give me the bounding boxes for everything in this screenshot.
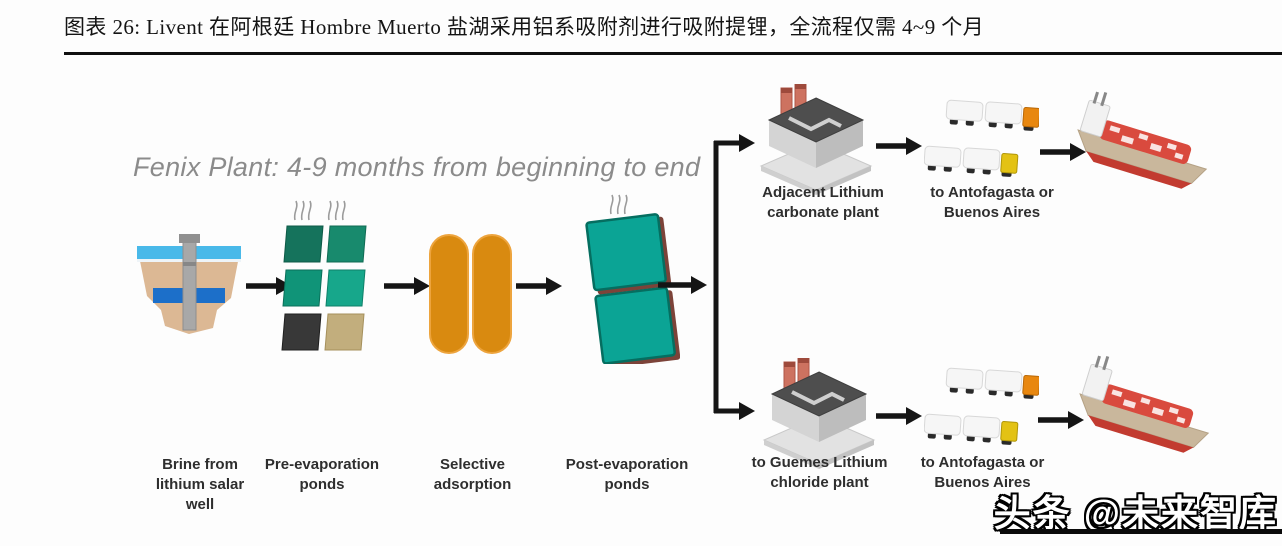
flow-arrow-icon bbox=[384, 276, 430, 296]
flow-arrow-icon bbox=[876, 406, 922, 426]
transport-label-bottom: to Antofagasta or Buenos Aires bbox=[920, 454, 1045, 491]
tanker-trucks-icon bbox=[924, 352, 1039, 460]
evaporation-steam-icon bbox=[293, 200, 346, 221]
fenix-plant-caption: Fenix Plant: 4-9 months from beginning t… bbox=[133, 152, 701, 182]
watermark-text: 头条 @未来智库 bbox=[993, 493, 1278, 534]
cargo-ship-icon bbox=[1070, 352, 1222, 470]
brine-well-icon bbox=[133, 232, 245, 337]
evaporation-ponds-icon bbox=[277, 196, 372, 356]
carbonate-plant-label: Adjacent Lithium carbonate plant bbox=[762, 184, 884, 221]
flow-arrow-icon bbox=[246, 276, 292, 296]
stage-label-brine-well: Brine from lithium salar well bbox=[155, 456, 245, 513]
chloride-plant-icon bbox=[760, 358, 878, 470]
adsorption-columns-icon bbox=[428, 233, 513, 355]
chloride-plant-label: to Guemes Lithium chloride plant bbox=[751, 454, 888, 491]
transport-label-top: to Antofagasta or Buenos Aires bbox=[930, 184, 1054, 221]
flow-arrow-icon bbox=[516, 276, 562, 296]
flow-arrow-icon bbox=[876, 136, 922, 156]
evaporation-steam-icon bbox=[609, 194, 628, 215]
figure-title: 图表 26: Livent 在阿根廷 Hombre Muerto 盐湖采用铝系吸… bbox=[64, 15, 985, 39]
stage-label-post-evaporation: Post-evaporation ponds bbox=[565, 456, 689, 493]
watermark-underline bbox=[1000, 529, 1282, 534]
stage-label-pre-evaporation: Pre-evaporation ponds bbox=[264, 456, 380, 493]
title-divider bbox=[64, 52, 1282, 55]
tanker-trucks-icon bbox=[924, 84, 1039, 192]
branch-connector bbox=[656, 128, 764, 424]
carbonate-plant-icon bbox=[757, 84, 875, 196]
post-evaporation-ponds-icon bbox=[575, 192, 680, 364]
cargo-ship-icon bbox=[1068, 88, 1220, 206]
flow-arrow-icon bbox=[1038, 410, 1084, 430]
stage-label-selective-adsorption: Selective adsorption bbox=[433, 456, 512, 493]
flow-arrow-icon bbox=[1040, 142, 1086, 162]
